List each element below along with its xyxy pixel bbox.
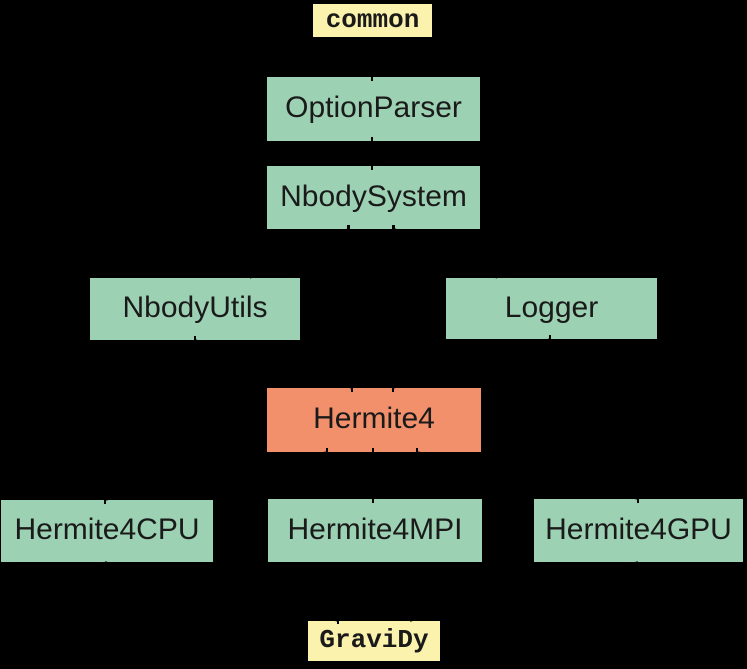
node-label: GraviDy — [319, 625, 429, 655]
node-label: Hermite4CPU — [14, 513, 200, 546]
node-gravidy: GraviDy — [308, 621, 440, 661]
node-label: Hermite4MPI — [287, 512, 463, 546]
node-logger: Logger — [446, 278, 657, 339]
node-hermite4cpu: Hermite4CPU — [1, 500, 213, 562]
node-label: OptionParser — [285, 91, 462, 124]
node-optionparser: OptionParser — [267, 77, 480, 141]
node-hermite4gpu: Hermite4GPU — [534, 499, 743, 562]
node-nbodyutils: NbodyUtils — [90, 278, 300, 340]
edge-nbodysystem-to-nbodyutils — [249, 228, 349, 279]
edge-hermite4gpu-to-gravidy — [409, 561, 639, 622]
edge-hermite4cpu-to-gravidy — [104, 561, 339, 622]
edge-hermite4-to-hermite4gpu — [416, 451, 639, 500]
edge-nbodyutils-to-hermite4 — [194, 339, 353, 389]
edge-logger-to-hermite4 — [392, 338, 551, 389]
node-label: Hermite4GPU — [545, 512, 732, 546]
node-label: NbodySystem — [280, 179, 467, 213]
node-nbodysystem: NbodySystem — [267, 166, 480, 229]
node-label: NbodyUtils — [122, 291, 268, 324]
node-label: Hermite4 — [313, 402, 435, 435]
node-label: common — [325, 4, 420, 35]
node-common: common — [313, 4, 432, 37]
edge-nbodysystem-to-logger — [394, 228, 498, 279]
node-hermite4mpi: Hermite4MPI — [268, 499, 482, 562]
edge-hermite4-to-hermite4cpu — [104, 451, 328, 501]
node-hermite4: Hermite4 — [267, 388, 481, 452]
node-label: Logger — [504, 290, 599, 324]
edge-hermite4mpi-to-gravidy — [372, 561, 375, 622]
